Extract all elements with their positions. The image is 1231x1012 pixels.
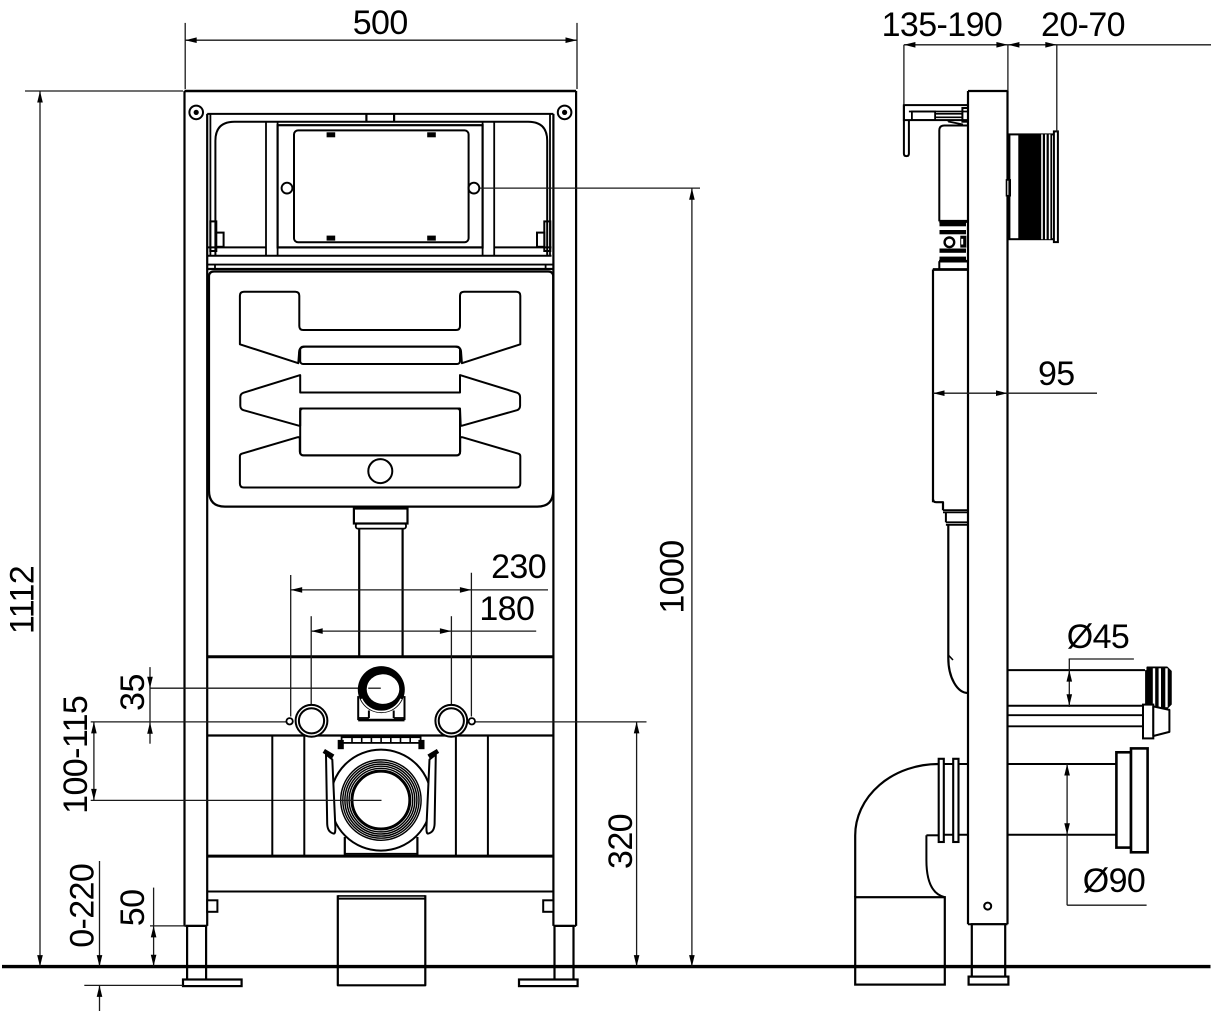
svg-text:Ø90: Ø90 bbox=[1083, 862, 1145, 900]
svg-text:180: 180 bbox=[479, 590, 534, 628]
svg-text:20-70: 20-70 bbox=[1041, 6, 1125, 44]
svg-text:230: 230 bbox=[491, 548, 546, 586]
svg-text:0-220: 0-220 bbox=[63, 864, 101, 948]
svg-text:35: 35 bbox=[114, 674, 152, 711]
svg-text:50: 50 bbox=[114, 890, 152, 927]
svg-text:320: 320 bbox=[602, 814, 640, 869]
svg-text:100-115: 100-115 bbox=[57, 696, 95, 814]
svg-text:95: 95 bbox=[1038, 355, 1075, 393]
svg-text:135-190: 135-190 bbox=[882, 6, 1003, 44]
svg-text:1000: 1000 bbox=[653, 540, 691, 613]
svg-text:Ø45: Ø45 bbox=[1067, 618, 1129, 656]
svg-text:1112: 1112 bbox=[4, 566, 42, 634]
svg-text:500: 500 bbox=[353, 4, 408, 42]
